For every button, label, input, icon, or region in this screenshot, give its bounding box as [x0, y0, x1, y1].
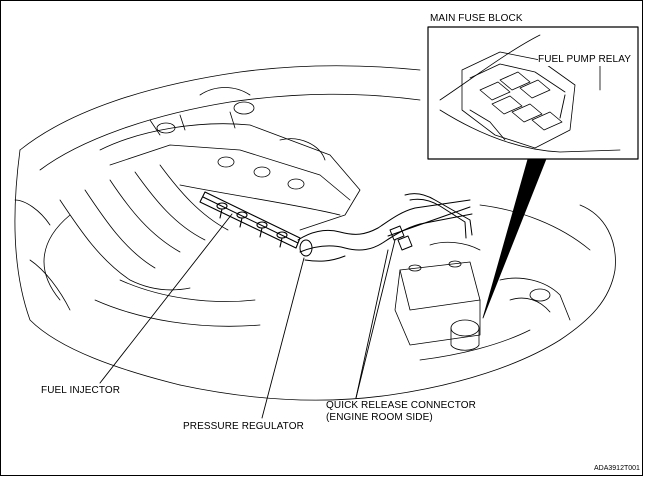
battery [394, 241, 481, 346]
pressure-regulator-leader [261, 257, 305, 419]
leader-lines [99, 213, 396, 419]
fuel-rail [199, 191, 301, 249]
fuel-hoses [297, 193, 473, 262]
fuel-injector-leader [99, 213, 233, 384]
figure-code: ADA3912T001 [594, 465, 640, 472]
intake-manifold [43, 164, 261, 327]
quick-release-connector-leader-1 [355, 239, 396, 399]
fuse-block-inset [427, 26, 639, 160]
vehicle-body-outline [14, 65, 616, 401]
inset-callout-wedge [482, 158, 547, 319]
quick-release-connector-label: QUICK RELEASE CONNECTOR [326, 400, 476, 411]
main-fuse-block-label: MAIN FUSE BLOCK [430, 13, 523, 24]
quick-release-connector-leader-2 [355, 249, 389, 399]
engine-block [99, 87, 361, 231]
pressure-regulator-label: PRESSURE REGULATOR [183, 421, 304, 432]
fuel-injector-label: FUEL INJECTOR [41, 385, 121, 396]
engine-room-side-label: (ENGINE ROOM SIDE) [326, 412, 433, 423]
right-side-components [419, 277, 571, 361]
fuel-pump-relay-label: FUEL PUMP RELAY [538, 54, 632, 66]
